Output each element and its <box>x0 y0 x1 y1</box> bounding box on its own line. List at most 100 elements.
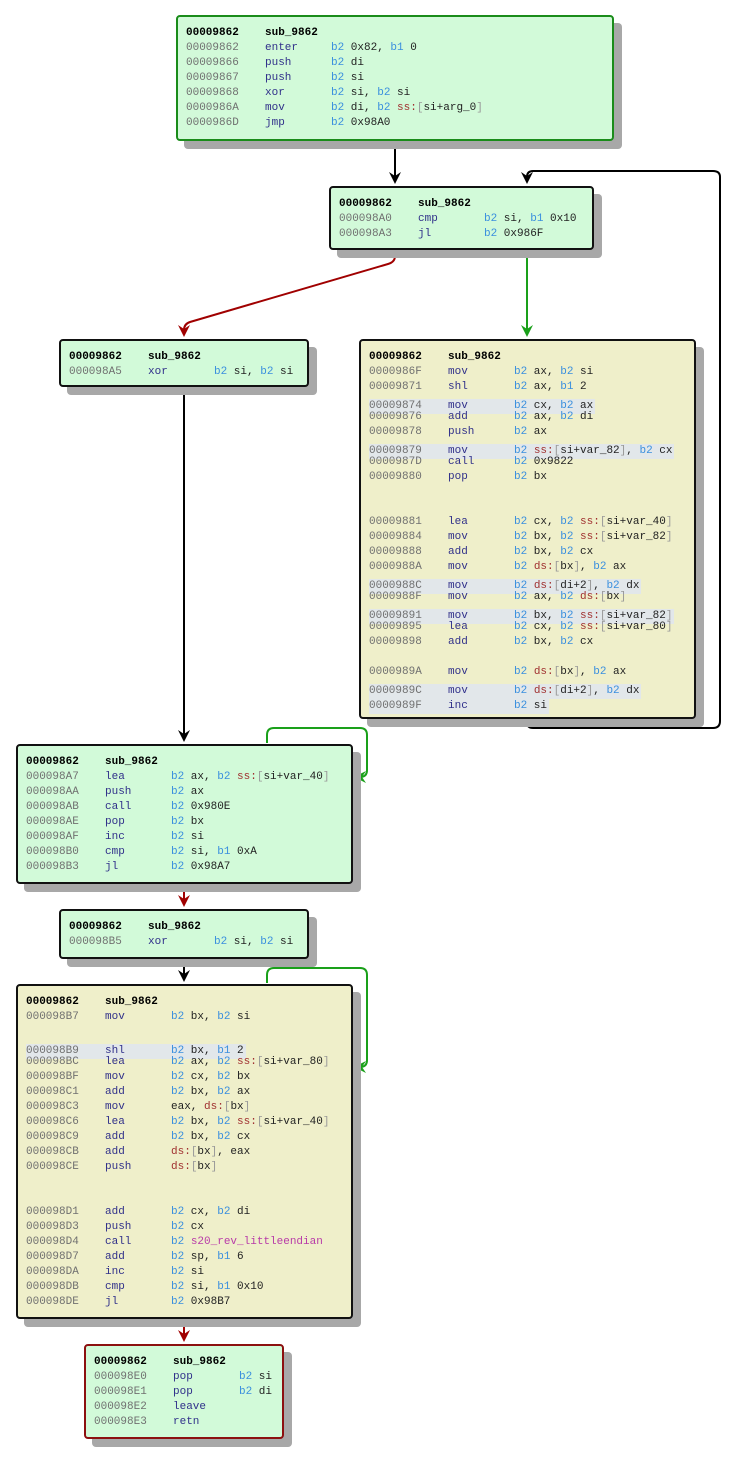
instruction-address[interactable]: 00009888 <box>369 546 422 558</box>
instruction-address[interactable]: 000098B7 <box>26 1011 79 1023</box>
instruction-address[interactable]: 00009871 <box>369 381 422 393</box>
instruction-mnemonic[interactable]: cmp <box>418 213 438 225</box>
instruction-address[interactable]: 00009874 <box>369 400 422 412</box>
instruction-mnemonic[interactable]: mov <box>448 561 468 573</box>
instruction-address[interactable]: 000098AA <box>26 786 79 798</box>
instruction-mnemonic[interactable]: shl <box>448 381 468 393</box>
instruction-address[interactable]: 0000986D <box>186 117 239 129</box>
instruction-address[interactable]: 000098B9 <box>26 1045 79 1057</box>
block-header-label[interactable]: sub_9862 <box>265 27 318 39</box>
instruction-mnemonic[interactable]: push <box>105 1221 132 1233</box>
instruction-mnemonic[interactable]: xor <box>265 87 285 99</box>
instruction-mnemonic[interactable]: cmp <box>105 846 125 858</box>
instruction-address[interactable]: 000098DA <box>26 1266 79 1278</box>
instruction-address[interactable]: 000098E3 <box>94 1416 147 1428</box>
instruction-mnemonic[interactable]: jl <box>105 1296 119 1308</box>
instruction-address[interactable]: 00009895 <box>369 621 422 633</box>
instruction-mnemonic[interactable]: mov <box>448 400 468 412</box>
block-header-label[interactable]: sub_9862 <box>148 351 201 363</box>
block-header-label[interactable]: sub_9862 <box>148 921 201 933</box>
instruction-address[interactable]: 000098AB <box>26 801 79 813</box>
instruction-address[interactable]: 0000988F <box>369 591 422 603</box>
instruction-address[interactable]: 000098C1 <box>26 1086 79 1098</box>
instruction-mnemonic[interactable]: mov <box>448 580 468 592</box>
instruction-address[interactable]: 0000987D <box>369 456 422 468</box>
instruction-address[interactable]: 000098E1 <box>94 1386 147 1398</box>
instruction-mnemonic[interactable]: add <box>105 1146 125 1158</box>
instruction-mnemonic[interactable]: jl <box>418 228 432 240</box>
function-reference[interactable]: s20_rev_littleendian <box>190 1236 323 1248</box>
block-header-label[interactable]: sub_9862 <box>448 351 501 363</box>
instruction-mnemonic[interactable]: mov <box>448 445 468 457</box>
instruction-mnemonic[interactable]: lea <box>105 771 125 783</box>
instruction-address[interactable]: 000098C3 <box>26 1101 79 1113</box>
instruction-address[interactable]: 000098DE <box>26 1296 79 1308</box>
instruction-mnemonic[interactable]: mov <box>105 1011 125 1023</box>
instruction-address[interactable]: 000098D4 <box>26 1236 79 1248</box>
instruction-mnemonic[interactable]: shl <box>105 1045 125 1057</box>
instruction-mnemonic[interactable]: push <box>265 72 292 84</box>
instruction-mnemonic[interactable]: xor <box>148 366 168 378</box>
instruction-mnemonic[interactable]: mov <box>105 1101 125 1113</box>
instruction-mnemonic[interactable]: xor <box>148 936 168 948</box>
instruction-address[interactable]: 000098E2 <box>94 1401 147 1413</box>
instruction-address[interactable]: 000098C6 <box>26 1116 79 1128</box>
instruction-mnemonic[interactable]: inc <box>105 1266 125 1278</box>
instruction-mnemonic[interactable]: mov <box>448 366 468 378</box>
instruction-address[interactable]: 0000989C <box>369 685 422 697</box>
instruction-mnemonic[interactable]: call <box>448 456 475 468</box>
block-header-label[interactable]: sub_9862 <box>105 996 158 1008</box>
instruction-address[interactable]: 000098D1 <box>26 1206 79 1218</box>
instruction-address[interactable]: 000098B3 <box>26 861 79 873</box>
instruction-mnemonic[interactable]: push <box>448 426 475 438</box>
instruction-mnemonic[interactable]: mov <box>448 685 468 697</box>
instruction-address[interactable]: 000098DB <box>26 1281 79 1293</box>
instruction-mnemonic[interactable]: jmp <box>265 117 285 129</box>
instruction-address[interactable]: 00009876 <box>369 411 422 423</box>
instruction-address[interactable]: 0000989A <box>369 666 422 678</box>
instruction-mnemonic[interactable]: pop <box>173 1386 193 1398</box>
instruction-mnemonic[interactable]: mov <box>105 1071 125 1083</box>
instruction-mnemonic[interactable]: push <box>265 57 292 69</box>
instruction-mnemonic[interactable]: push <box>105 1161 132 1173</box>
instruction-address[interactable]: 00009891 <box>369 610 422 622</box>
instruction-address[interactable]: 00009884 <box>369 531 422 543</box>
instruction-address[interactable]: 00009866 <box>186 57 239 69</box>
instruction-mnemonic[interactable]: pop <box>448 471 468 483</box>
instruction-mnemonic[interactable]: lea <box>448 621 468 633</box>
